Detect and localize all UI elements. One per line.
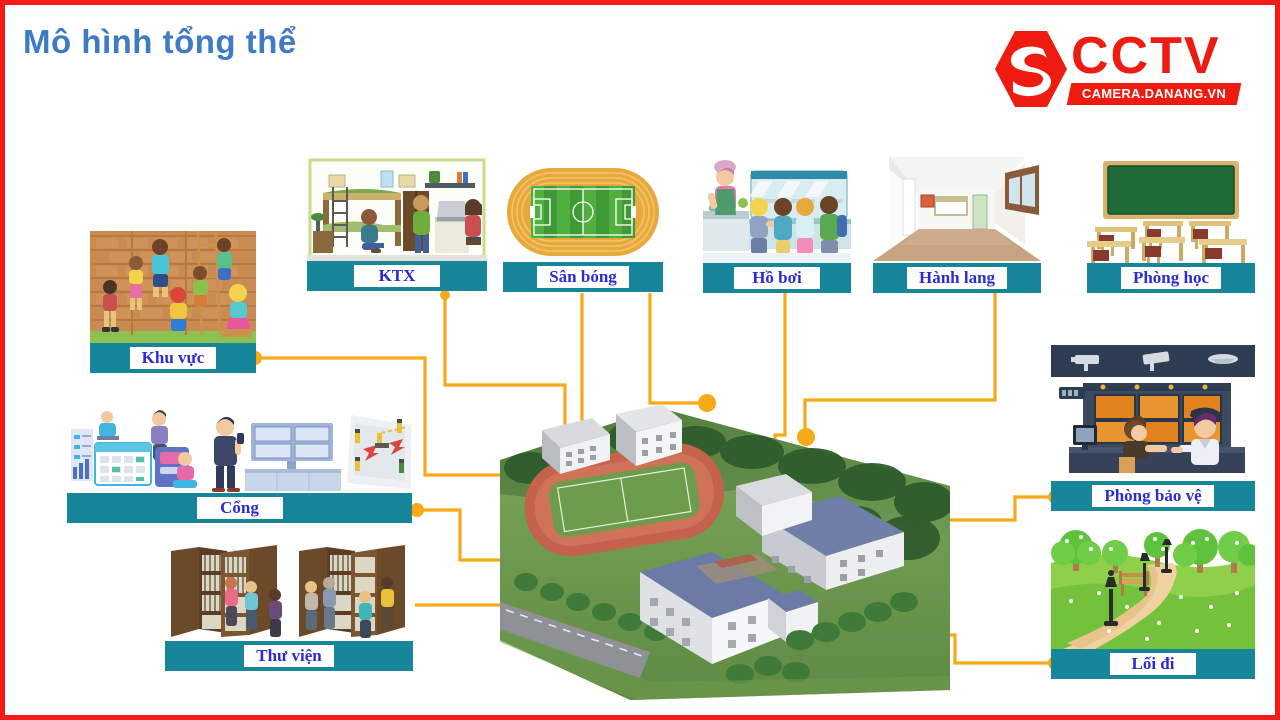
node-label: Thư viện — [256, 646, 322, 665]
node-label: Hành lang — [918, 268, 996, 287]
node-caption: KTX — [307, 261, 487, 291]
node-caption: Thư viện — [165, 641, 413, 671]
node-caption: Sân bóng — [503, 262, 663, 292]
node-caption: Cổng — [67, 493, 412, 523]
corridor-perspective-icon — [873, 153, 1041, 263]
node-label: KTX — [378, 266, 416, 285]
dormitory-bunk-beds-icon — [307, 157, 487, 261]
node-caption: Khu vực — [90, 343, 256, 373]
node-san-bong[interactable]: Sân bóng — [503, 162, 663, 292]
node-caption: Hồ bơi — [703, 263, 851, 293]
aerial-campus-model — [500, 390, 950, 700]
football-field-icon — [503, 162, 663, 262]
park-walkway-icon — [1051, 527, 1255, 649]
page-title: Mô hình tổng thể — [23, 23, 297, 60]
node-phong-bao-ve[interactable]: Phòng bảo vệ — [1051, 341, 1255, 511]
node-label: Hồ bơi — [752, 268, 802, 287]
hexagon-s-mark-icon — [995, 31, 1067, 107]
node-hanh-lang[interactable]: Hành lang — [873, 153, 1041, 293]
node-phong-hoc[interactable]: Phòng học — [1087, 155, 1255, 293]
node-khu-vuc[interactable]: Khu vực — [90, 231, 256, 373]
node-ho-boi[interactable]: Hồ bơi — [703, 153, 851, 293]
control-room-barrier-gate-icon — [67, 403, 412, 493]
node-cong[interactable]: Cổng — [67, 403, 412, 523]
node-ktx[interactable]: KTX — [307, 157, 487, 291]
node-label: Khu vực — [141, 348, 205, 367]
canteen-queue-icon — [703, 153, 851, 263]
node-thu-vien[interactable]: Thư viện — [165, 541, 413, 671]
node-label: Phòng học — [1132, 268, 1210, 287]
node-label: Sân bóng — [549, 267, 617, 286]
node-caption: Phòng học — [1087, 263, 1255, 293]
library-bookshelves-icon — [165, 541, 413, 641]
node-caption: Phòng bảo vệ — [1051, 481, 1255, 511]
node-label: Lối đi — [1131, 654, 1175, 673]
logo-brand-text: CCTV — [1071, 27, 1221, 85]
node-caption: Lối đi — [1051, 649, 1255, 679]
aerial-campus-photo-illustration — [500, 404, 950, 700]
node-caption: Hành lang — [873, 263, 1041, 293]
security-monitoring-room-icon — [1051, 341, 1255, 481]
logo[interactable]: CCTV CAMERA.DANANG.VN — [993, 27, 1242, 109]
node-label: Phòng bảo vệ — [1104, 486, 1202, 505]
children-climbing-wall-icon — [90, 231, 256, 343]
node-loi-di[interactable]: Lối đi — [1051, 527, 1255, 679]
node-label: Cổng — [220, 498, 259, 517]
classroom-icon — [1087, 155, 1255, 263]
